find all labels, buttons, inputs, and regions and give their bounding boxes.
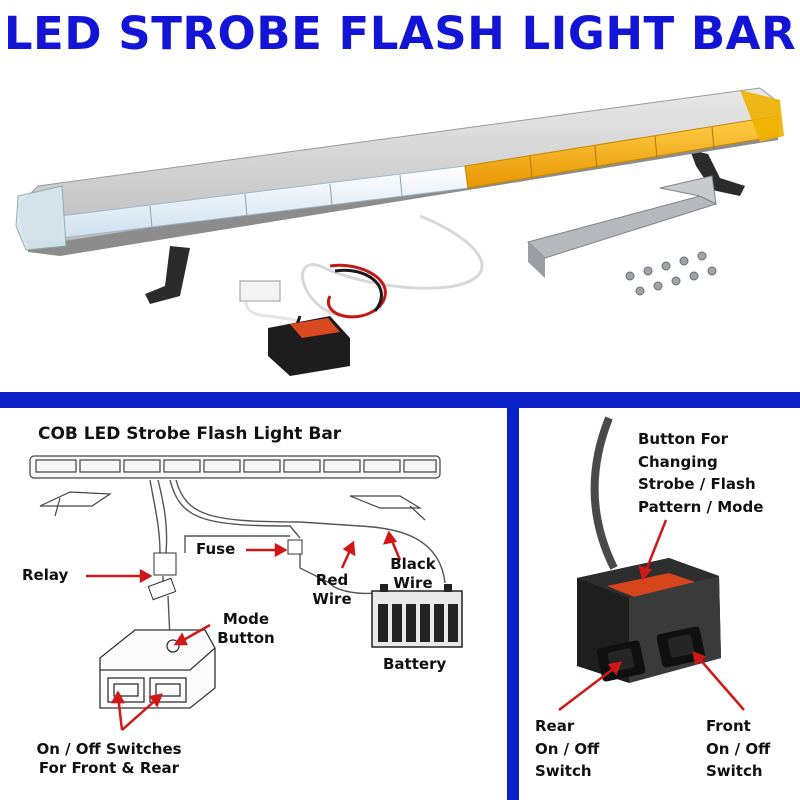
label-mode-change-line1: Button For — [638, 430, 728, 448]
vertical-divider — [507, 392, 519, 800]
label-black-wire-line1: Black — [390, 555, 436, 573]
label-front-switch-line3: Switch — [706, 762, 763, 780]
page-title: LED STROBE FLASH LIGHT BAR — [3, 7, 797, 60]
label-front-switch-line2: On / Off — [706, 739, 771, 758]
wire-connector — [239, 280, 281, 302]
light-bar — [15, 87, 784, 256]
label-front-switch: Front On / Off Switch — [706, 715, 770, 783]
wiring-diagram — [29, 455, 463, 731]
label-red-wire: Red Wire — [302, 571, 362, 609]
label-black-wire-line2: Wire — [393, 574, 433, 592]
controller-pointers — [558, 519, 745, 711]
label-red-wire-line1: Red — [315, 571, 349, 589]
diagram-brackets — [39, 491, 426, 521]
label-mode-change-button: Button For Changing Strobe / Flash Patte… — [638, 428, 763, 518]
controller-cable — [590, 416, 618, 570]
label-rear-switch-line2: On / Off — [535, 739, 600, 758]
label-mode-button: Mode Button — [208, 610, 284, 648]
screws — [625, 251, 717, 296]
mount-foot-right — [690, 150, 745, 196]
product-photo — [15, 87, 784, 376]
label-black-wire: Black Wire — [380, 555, 446, 593]
fuse-box — [287, 539, 303, 555]
label-rear-switch-line1: Rear — [535, 717, 575, 735]
label-battery: Battery — [383, 655, 447, 673]
label-mode-button-line1: Mode — [222, 610, 270, 628]
label-mode-change-line2: Changing — [638, 452, 718, 471]
label-switches-line1: On / Off Switches — [36, 740, 182, 758]
label-switches: On / Off Switches For Front & Rear — [14, 740, 204, 778]
label-rear-switch: Rear On / Off Switch — [535, 715, 599, 783]
control-box — [268, 316, 350, 376]
battery — [371, 584, 463, 648]
controller-body — [577, 558, 721, 683]
diagram-title: COB LED Strobe Flash Light Bar — [38, 424, 342, 444]
diagram-pointers — [86, 530, 402, 731]
label-relay: Relay — [22, 566, 69, 584]
mount-foot-left — [145, 246, 190, 304]
controller-closeup — [558, 416, 745, 711]
label-mode-button-line2: Button — [217, 629, 275, 647]
label-fuse: Fuse — [196, 540, 236, 558]
label-red-wire-line2: Wire — [312, 590, 352, 608]
mounting-bracket — [527, 175, 718, 278]
label-front-switch-line1: Front — [706, 717, 751, 735]
relay-box — [153, 552, 177, 576]
diagram-light-bar — [29, 455, 441, 479]
horizontal-divider — [0, 392, 800, 408]
diagram-wires — [149, 479, 446, 639]
label-switches-line2: For Front & Rear — [38, 759, 180, 777]
label-rear-switch-line3: Switch — [535, 762, 592, 780]
diagram-controller — [99, 629, 216, 709]
label-mode-change-line3: Strobe / Flash — [638, 475, 756, 493]
relay-plug — [147, 577, 177, 601]
label-mode-change-line4: Pattern / Mode — [638, 497, 764, 516]
